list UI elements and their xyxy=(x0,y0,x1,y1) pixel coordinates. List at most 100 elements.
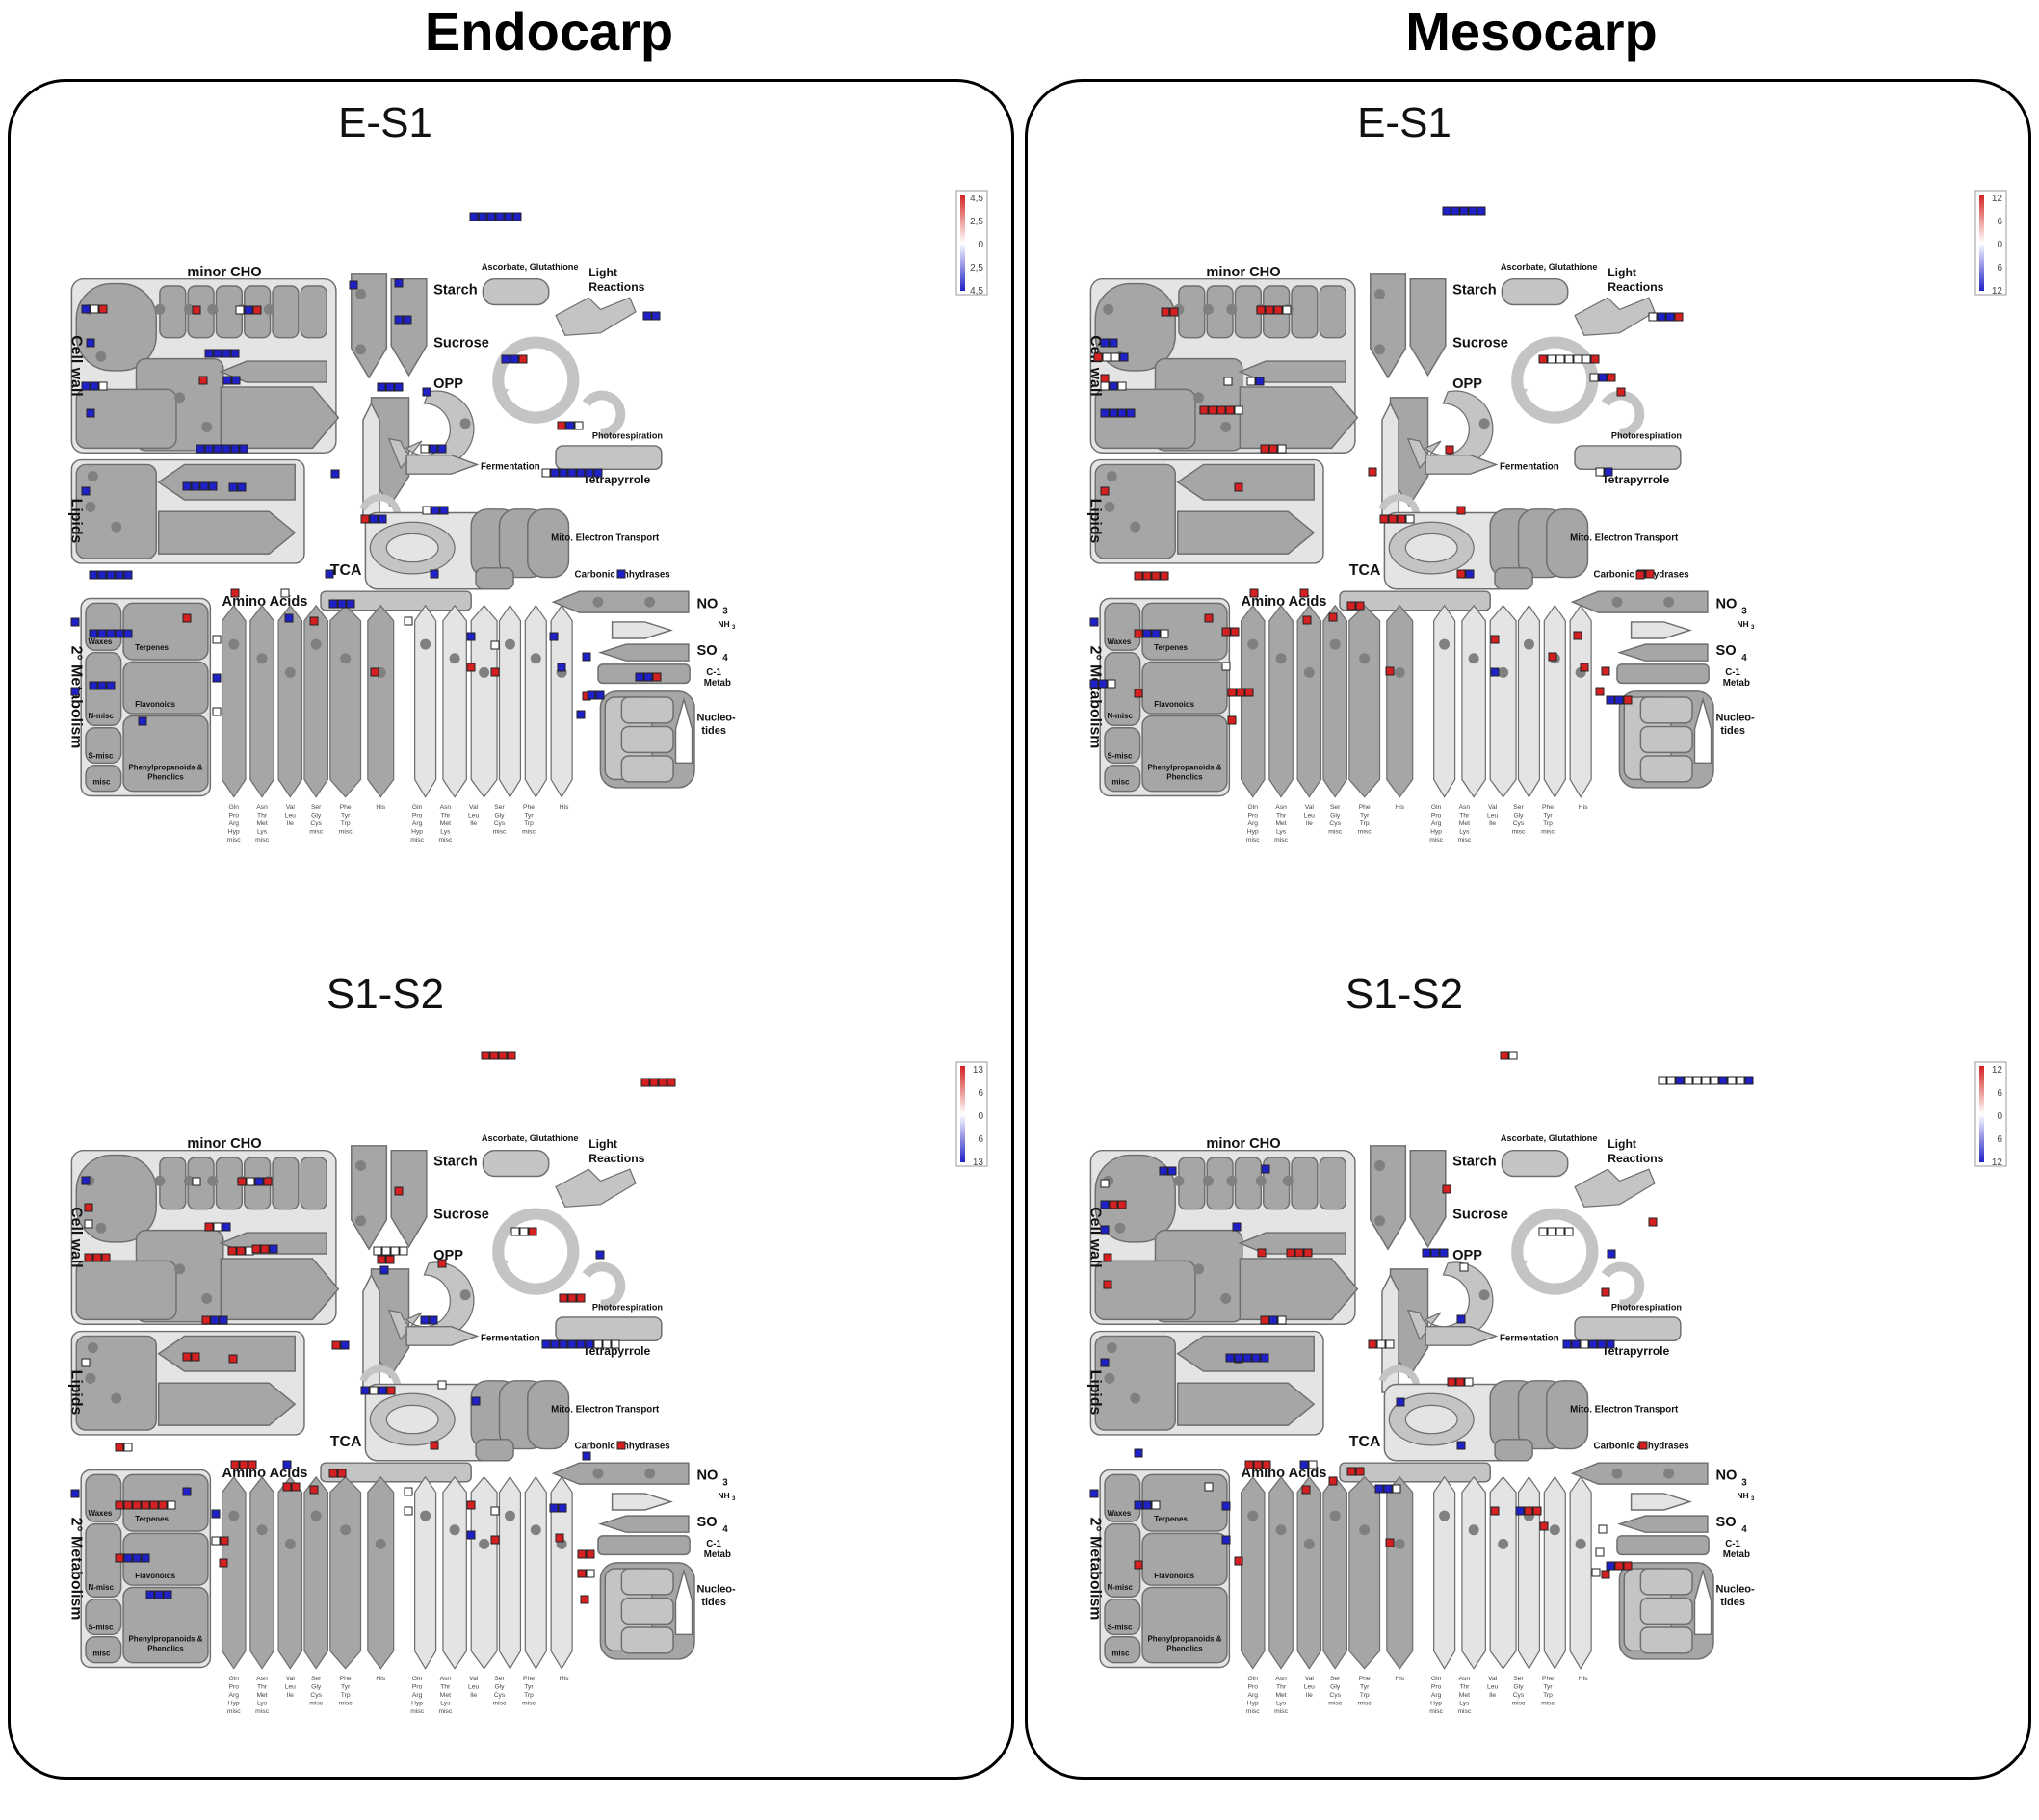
lipids-arrow-top xyxy=(157,463,296,501)
photorespiration-label: Photorespiration xyxy=(1611,431,1683,441)
expression-cell xyxy=(595,1250,605,1260)
minor-cho-label: minor CHO xyxy=(187,1136,261,1152)
expression-cell xyxy=(1100,381,1110,391)
pathway-dot xyxy=(1193,1263,1205,1275)
expression-cell xyxy=(1718,1076,1728,1085)
light-reactions-label-2: Reactions xyxy=(588,1152,644,1165)
scale-tick-label: 13 xyxy=(973,1065,984,1076)
sucrose-label: Sucrose xyxy=(433,1207,489,1222)
amino-acid-group-label: Leu xyxy=(1487,1683,1498,1690)
amino-acid-group-label: Ile xyxy=(1489,1692,1496,1699)
expression-cell xyxy=(1430,1248,1440,1258)
light-reactions-label-1: Light xyxy=(588,266,617,279)
secondary-metabolism-label: 2° Metabolism xyxy=(1086,1518,1103,1621)
amino-acid-group-label: Asn xyxy=(1275,1676,1287,1682)
amino-acid-group-label: Gly xyxy=(311,1683,322,1690)
expression-cell xyxy=(369,514,379,524)
expression-cell xyxy=(1455,1377,1465,1387)
light-reactions-shape xyxy=(1574,297,1656,336)
n-misc-label: N-misc xyxy=(1107,1583,1133,1592)
amino-acid-group-label: misc xyxy=(1246,1708,1260,1715)
mito-label: Mito. Electron Transport xyxy=(551,1405,660,1416)
expression-cell xyxy=(1134,571,1143,581)
pathway-dot xyxy=(1611,596,1623,608)
pathway-dot xyxy=(355,289,367,300)
no3-subscript: 3 xyxy=(722,606,728,616)
expression-cell xyxy=(649,1078,659,1087)
amino-acid-column xyxy=(1296,1475,1322,1670)
expression-cell xyxy=(1606,695,1615,705)
expression-cell xyxy=(208,481,218,491)
lipids-arrow-bottom xyxy=(157,1382,297,1426)
amino-acid-group-label: Ser xyxy=(1330,1676,1341,1682)
expression-cell xyxy=(1477,206,1486,216)
pathway-dot xyxy=(207,303,219,315)
expression-cell xyxy=(431,506,440,515)
expression-cell xyxy=(1260,1353,1269,1363)
cell-wall-arrow xyxy=(1239,1258,1359,1321)
expression-cell xyxy=(254,1177,264,1186)
amino-acid-group-label: Lys xyxy=(1459,1701,1470,1707)
amino-acid-group-label: Cys xyxy=(1513,820,1525,827)
nh3-label: NH xyxy=(1737,619,1748,629)
scale-bar xyxy=(960,1066,965,1162)
expression-cell xyxy=(1261,1164,1270,1174)
pathway-dot xyxy=(1103,303,1114,315)
amino-acid-column xyxy=(1433,1475,1456,1670)
amino-acid-column xyxy=(524,604,547,798)
so4-subscript: 4 xyxy=(1741,653,1747,663)
pathway-dot xyxy=(1374,1215,1386,1227)
expression-cell xyxy=(106,681,116,690)
expression-cell xyxy=(1299,588,1309,598)
amino-acid-group-label: His xyxy=(1579,804,1588,811)
flavonoids-label: Flavonoids xyxy=(1154,1572,1194,1580)
expression-cell xyxy=(280,588,290,598)
phenylpropanoids-label-1: Phenylpropanoids & xyxy=(1147,764,1221,772)
cell-wall-primary xyxy=(75,1154,157,1243)
scale-tick-label: 0 xyxy=(1997,240,2002,250)
expression-cell xyxy=(115,1443,124,1452)
pathway-dot xyxy=(111,1392,122,1404)
expression-cell xyxy=(97,570,107,580)
misc-label: misc xyxy=(1111,777,1130,786)
amino-acid-column xyxy=(329,1475,362,1670)
expression-cell xyxy=(1582,354,1591,364)
so4-subscript: 4 xyxy=(722,653,728,663)
expression-cell xyxy=(501,354,510,364)
expression-cell xyxy=(437,1259,447,1268)
expression-cell xyxy=(1548,652,1557,662)
lipids-arrow-bottom xyxy=(1176,1382,1316,1426)
expression-cell xyxy=(399,1246,408,1256)
expression-cell xyxy=(567,468,577,478)
expression-cell xyxy=(330,469,340,479)
amino-acid-group-label: Thr xyxy=(1459,812,1470,819)
amino-acid-group-label: Ile xyxy=(1306,1692,1313,1699)
expression-cell xyxy=(1103,1280,1112,1289)
amino-acid-group-label: Tyr xyxy=(1360,1683,1370,1690)
cell-wall-label: Cell wall xyxy=(1086,335,1103,396)
expression-cell xyxy=(394,382,404,392)
expression-cell xyxy=(1648,312,1658,322)
expression-cell xyxy=(123,1443,133,1452)
amino-acid-column xyxy=(1517,1475,1541,1670)
pathway-dot xyxy=(644,596,656,608)
expression-cell xyxy=(550,1339,560,1349)
starch-label: Starch xyxy=(1452,1155,1497,1170)
starch-cell-right xyxy=(390,1149,428,1249)
pathway-dot xyxy=(1374,344,1386,355)
scale-tick-label: 2,5 xyxy=(970,263,983,273)
expression-cell xyxy=(158,1500,168,1510)
cell-wall-small xyxy=(75,1260,177,1321)
amino-acid-column xyxy=(367,1475,395,1670)
amino-acid-group-label: Val xyxy=(286,1676,296,1682)
expression-cell xyxy=(1257,1248,1267,1258)
s-misc-box xyxy=(85,726,122,765)
amino-acid-group-label: Ser xyxy=(1513,804,1524,811)
expression-cell xyxy=(84,1203,93,1212)
expression-cell xyxy=(1385,1538,1395,1547)
expression-cell xyxy=(1221,1535,1231,1545)
amino-acid-group-label: Tyr xyxy=(524,1683,534,1690)
expression-cell xyxy=(1103,1253,1112,1262)
expression-cell xyxy=(1262,1460,1271,1469)
